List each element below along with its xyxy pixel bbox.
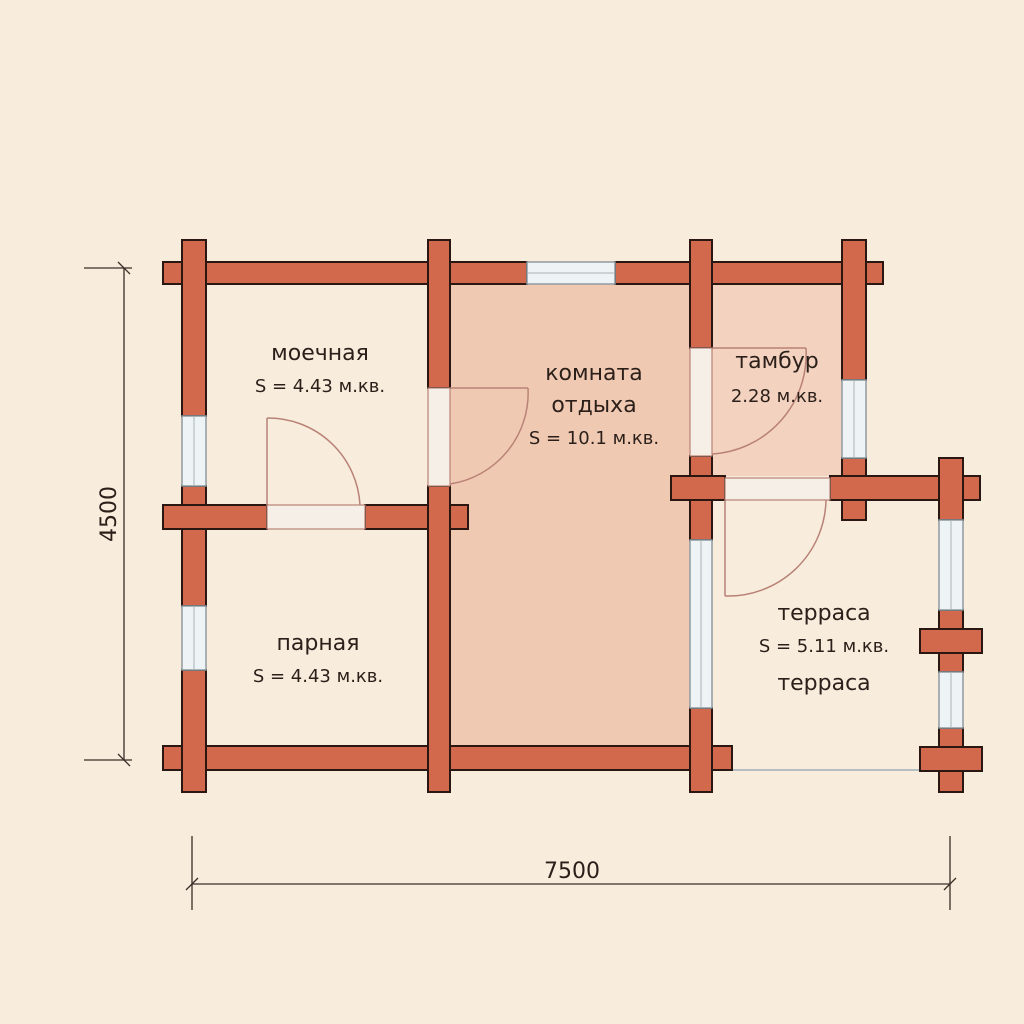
terrace-post-bottom-h: [919, 746, 983, 772]
room-steam: парная S = 4.43 м.кв.: [253, 631, 383, 687]
walls: [162, 239, 983, 793]
door-swing-rest-room: [449, 387, 529, 485]
door-opening-steam-room: [266, 504, 366, 530]
wall-middle-top: [427, 239, 451, 389]
room-rest-name-line1: комната: [545, 361, 643, 386]
wall-right-top: [689, 239, 713, 349]
room-terrace-name-repeat: терраса: [777, 671, 870, 696]
room-vestibule-name: тамбур: [735, 349, 818, 374]
room-terrace: терраса S = 5.11 м.кв. терраса: [759, 601, 889, 696]
door-opening-rest-room: [427, 387, 451, 487]
terrace-post-mid-h: [919, 628, 983, 654]
dimension-width: 7500: [185, 836, 957, 910]
room-rest-name-line2: отдыха: [551, 393, 636, 418]
door-swing-vestibule: [711, 347, 807, 455]
door-opening-vestibule: [689, 347, 713, 457]
room-rest: комната отдыха S = 10.1 м.кв.: [529, 361, 659, 449]
wall-top-left: [162, 261, 528, 285]
wall-vestibule-bottom-left: [670, 475, 726, 501]
windows: [181, 261, 964, 729]
dimension-width-label: 7500: [544, 859, 600, 884]
door-swing-terrace: [724, 499, 827, 597]
wall-left-bottom: [181, 669, 207, 793]
room-washroom: моечная S = 4.43 м.кв.: [255, 341, 385, 397]
room-steam-name: парная: [277, 631, 360, 656]
room-terrace-area: S = 5.11 м.кв.: [759, 636, 889, 657]
doors: [266, 347, 831, 597]
wall-partition-right: [364, 504, 469, 530]
door-swing-steam-room: [266, 417, 361, 506]
room-washroom-area: S = 4.43 м.кв.: [255, 376, 385, 397]
wall-right-bottom: [689, 707, 713, 793]
rest-room-floor: [450, 284, 690, 746]
room-washroom-name: моечная: [271, 341, 369, 366]
dimension-height-label: 4500: [97, 486, 122, 542]
door-opening-terrace: [724, 477, 831, 501]
room-steam-area: S = 4.43 м.кв.: [253, 666, 383, 687]
room-vestibule-area: 2.28 м.кв.: [731, 386, 823, 407]
dimension-height: 4500: [84, 261, 132, 767]
wall-middle-bottom: [427, 485, 451, 793]
terrace-post-top-v: [938, 457, 964, 521]
room-rest-area: S = 10.1 м.кв.: [529, 428, 659, 449]
wall-vestibule-right: [841, 239, 867, 381]
room-vestibule: тамбур 2.28 м.кв.: [731, 349, 823, 407]
vestibule-floor: [712, 284, 842, 476]
wall-partition-left: [162, 504, 268, 530]
wall-left-top: [181, 239, 207, 417]
room-terrace-name: терраса: [777, 601, 870, 626]
